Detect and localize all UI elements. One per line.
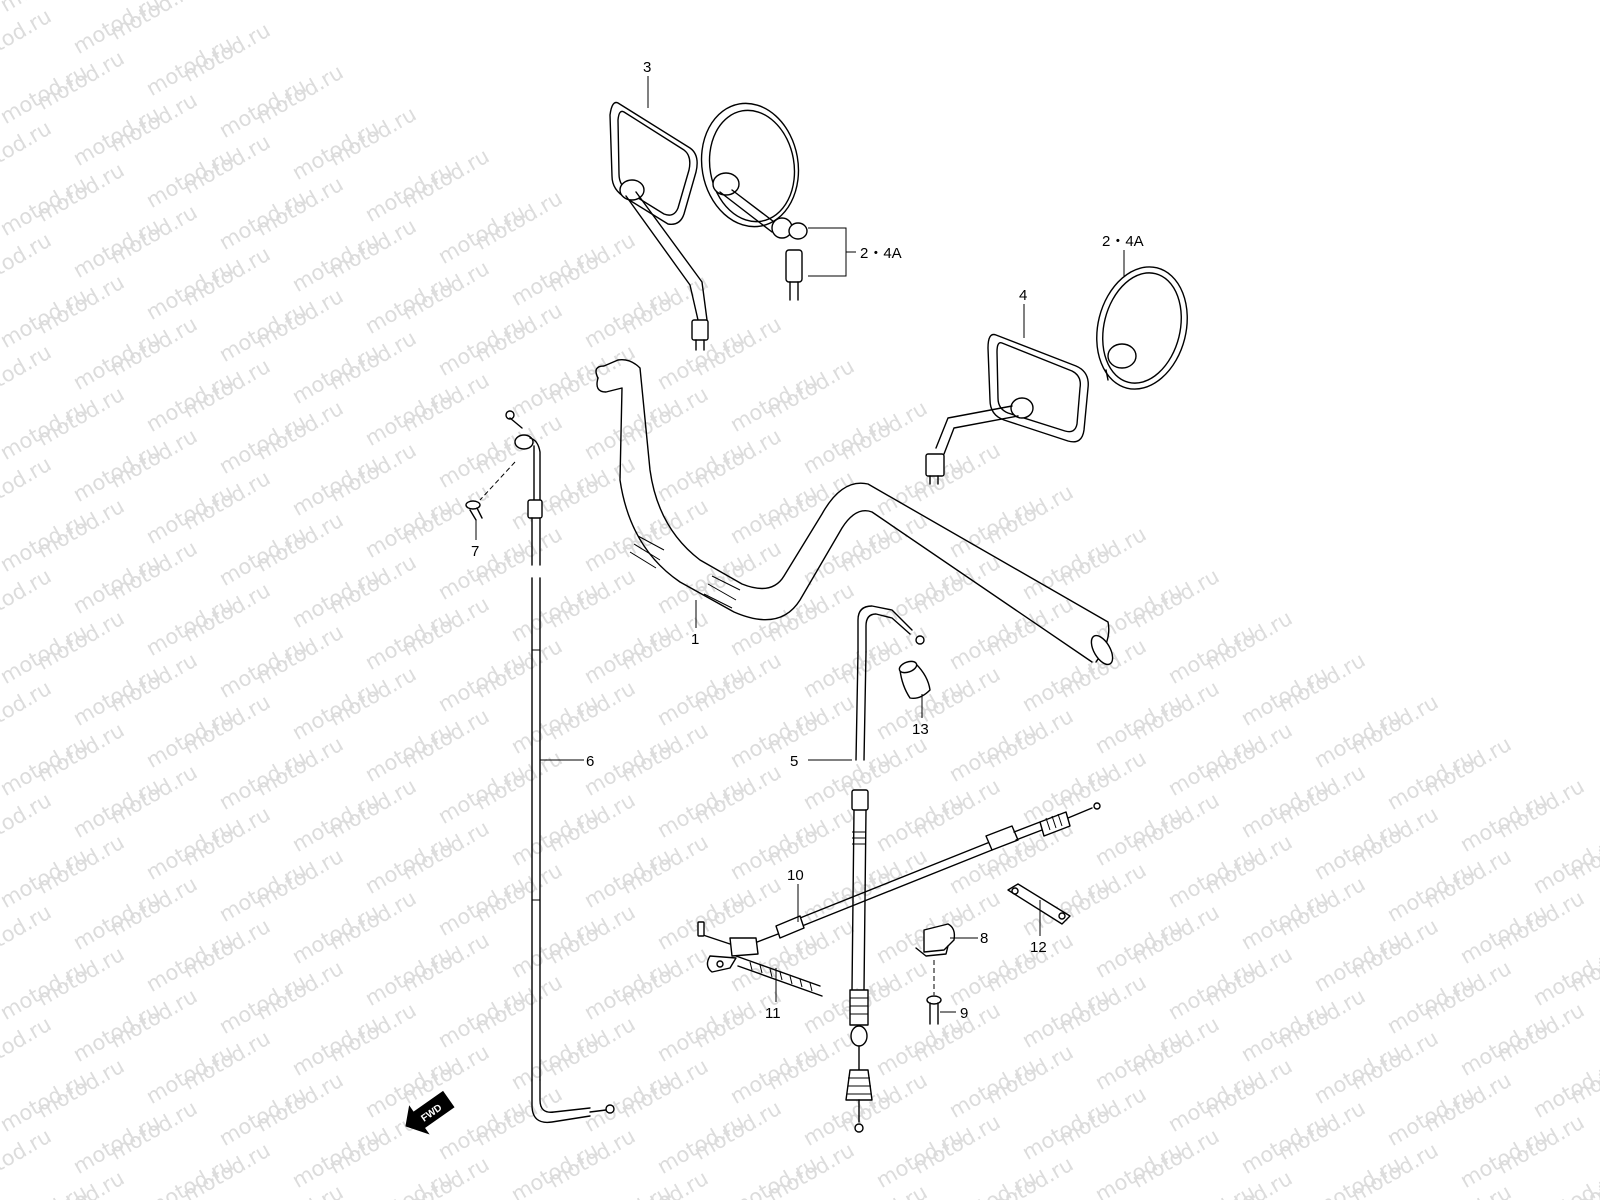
mirror-round-right	[1096, 266, 1188, 390]
callout-1: 1	[691, 631, 699, 648]
callout-4: 4	[1019, 287, 1027, 304]
callout-2-4a-right: 2・4A	[1102, 233, 1144, 250]
plate-12	[1007, 883, 1071, 925]
screw-7	[465, 461, 516, 521]
clip-8	[915, 923, 956, 995]
screw-9	[926, 995, 942, 1025]
callout-2-4a-top: 2・4A	[860, 245, 902, 262]
mirror-rectangular-left	[609, 101, 709, 351]
callout-13: 13	[912, 721, 929, 738]
callout-11: 11	[765, 1005, 781, 1022]
fwd-arrow-icon: FWD	[405, 1090, 455, 1135]
mirror-round-top	[700, 102, 808, 301]
cable-10	[697, 802, 1101, 957]
callout-6: 6	[586, 753, 594, 770]
bracket-11	[706, 955, 823, 997]
handlebar	[595, 358, 1114, 666]
callout-8: 8	[980, 930, 988, 947]
mirror-rectangular-right	[925, 333, 1089, 485]
callout-labels: 3 2・4A 2・4A 4 1 5 6 7 8 9 10 11 12 13	[471, 59, 1144, 1022]
callout-3: 3	[643, 59, 651, 76]
grommet-13	[898, 660, 931, 700]
callout-10: 10	[787, 867, 804, 884]
cable-clutch	[845, 605, 925, 1133]
cable-throttle	[505, 410, 615, 1124]
leader-lines	[475, 76, 1125, 1013]
callout-12: 12	[1030, 939, 1047, 956]
callout-9: 9	[960, 1005, 968, 1022]
callout-7: 7	[471, 543, 479, 560]
callout-5: 5	[790, 753, 798, 770]
